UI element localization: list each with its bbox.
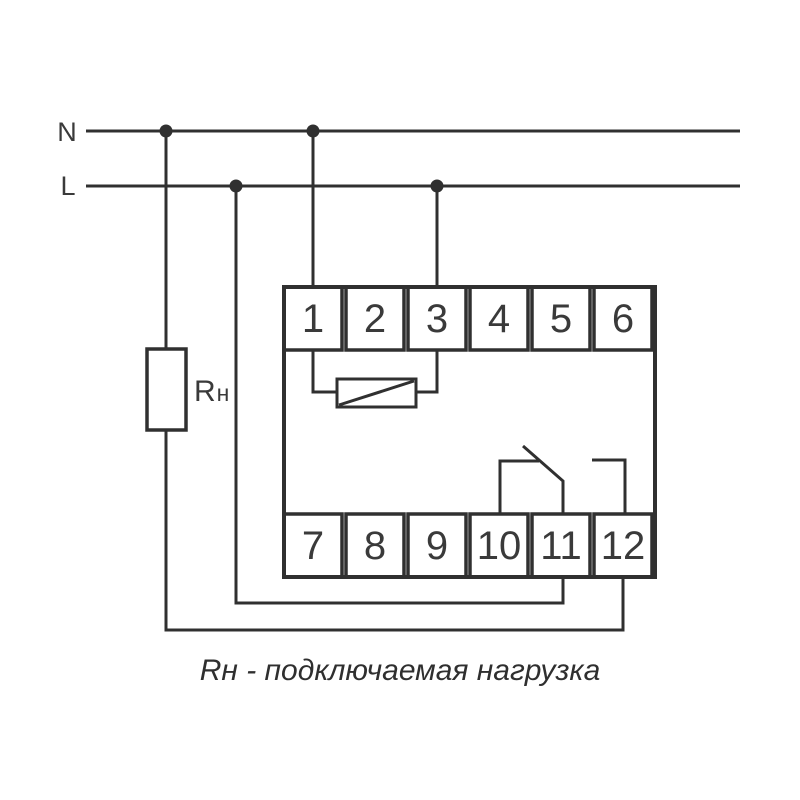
neutral-bus-label: N (57, 117, 77, 147)
terminal-cell-12 (592, 512, 654, 579)
terminal-label-12: 12 (601, 524, 646, 568)
wire-line-to-terminal-11 (234, 186, 565, 605)
terminal-cell-9 (406, 512, 468, 579)
junction-dot-neutral-terminal-1 (306, 124, 320, 138)
top-terminal-row: 1 2 3 4 5 6 (282, 285, 654, 352)
junction-dot-neutral-load (159, 124, 173, 138)
terminal-cell-4 (468, 285, 530, 352)
terminal-cell-11 (530, 512, 592, 579)
terminal-label-1: 1 (302, 297, 324, 341)
load-resistor-symbol (145, 347, 188, 432)
terminal-label-9: 9 (426, 524, 448, 568)
junction-dot-line-terminal-11 (229, 179, 243, 193)
terminal-label-2: 2 (364, 297, 386, 341)
terminal-label-11: 11 (540, 524, 582, 568)
terminal-label-7: 7 (302, 524, 324, 568)
terminal-cell-2 (344, 285, 406, 352)
line-bus-label: L (60, 171, 75, 201)
wire-load-to-terminal-12 (164, 430, 625, 632)
terminal-cell-8 (344, 512, 406, 579)
contact-fixed-left (498, 459, 539, 514)
terminal-label-4: 4 (488, 297, 510, 341)
bottom-terminal-row: 7 8 9 10 11 12 (282, 512, 654, 579)
terminal-cell-6 (592, 285, 654, 352)
contact-blade (522, 444, 565, 514)
relay-contact-symbol (498, 444, 627, 514)
terminal-label-6: 6 (612, 297, 634, 341)
junction-dot-line-terminal-3 (430, 179, 444, 193)
coil-symbol (311, 350, 439, 409)
coil-lead-left (311, 350, 337, 394)
terminal-cell-5 (530, 285, 592, 352)
terminal-label-5: 5 (550, 297, 572, 341)
contact-fixed-right (592, 458, 627, 514)
caption: Rн - подключаемая нагрузка (200, 654, 601, 687)
coil-lead-right (416, 350, 439, 394)
load-label: Rн (194, 375, 229, 408)
terminal-label-3: 3 (426, 297, 448, 341)
coil-diagonal (338, 379, 415, 407)
terminal-label-10: 10 (477, 524, 522, 568)
terminal-cell-7 (282, 512, 344, 579)
terminal-label-8: 8 (364, 524, 386, 568)
